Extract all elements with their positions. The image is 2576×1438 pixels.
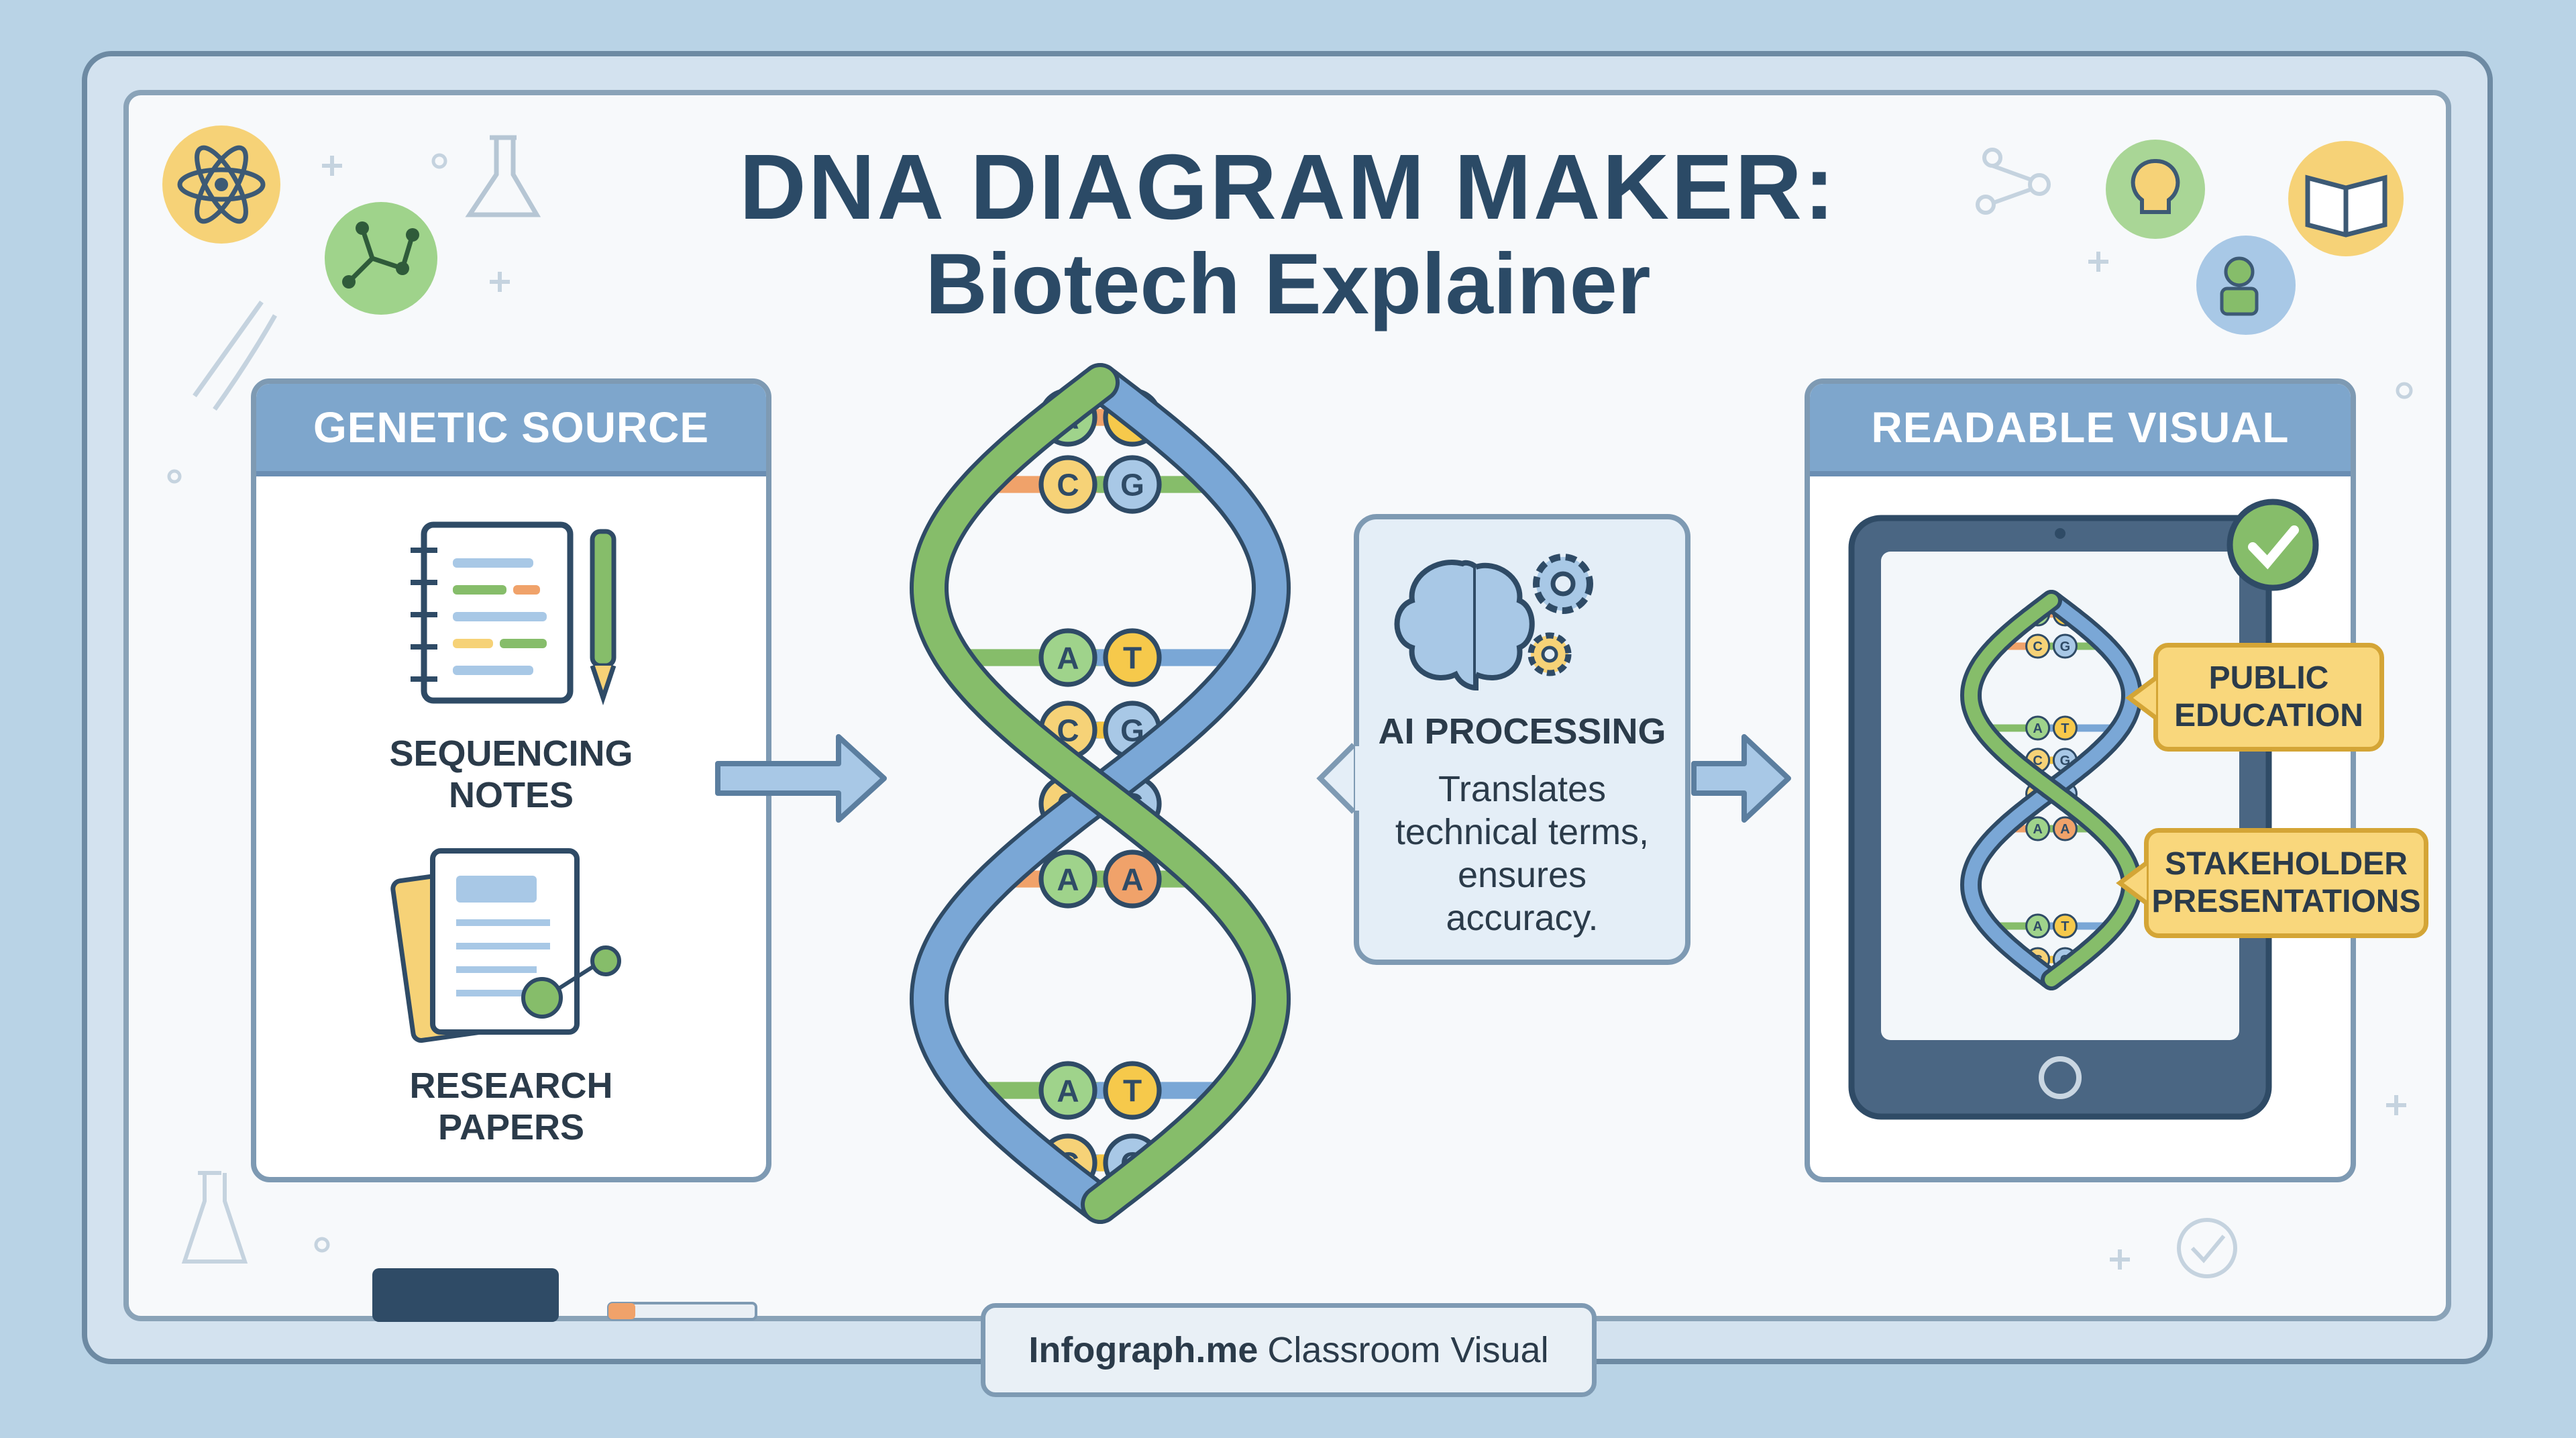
- base-circle: [1103, 628, 1162, 687]
- base-letter: T: [1123, 641, 1142, 676]
- base-letter: G: [1120, 468, 1144, 503]
- arrow-right-icon: [1691, 734, 1791, 823]
- base-letter: T: [2061, 721, 2069, 736]
- atom-icon: [162, 125, 280, 244]
- base-letter: T: [2061, 919, 2069, 934]
- dna-icon: [193, 300, 278, 411]
- base-letter: A: [1057, 1074, 1079, 1109]
- base-letter: A: [2060, 822, 2070, 837]
- genetic-source-panel: GENETIC SOURCE SEQUENCING NOTES RESEARCH…: [251, 378, 771, 1182]
- readable-visual-header: READABLE VISUAL: [1810, 384, 2351, 476]
- base-circle: [1103, 455, 1162, 514]
- callout-1-line-1: PUBLIC: [2208, 660, 2329, 696]
- flask-icon: [465, 135, 541, 217]
- ai-desc-line-4: accuracy.: [1446, 898, 1599, 938]
- ai-processing-description: Translates technical terms, ensures accu…: [1359, 768, 1685, 939]
- notebook-icon: [411, 521, 574, 704]
- base-letter: C: [1057, 468, 1079, 503]
- base-circle: [1038, 455, 1097, 514]
- flask-bottom-icon: [181, 1171, 248, 1264]
- teacher-icon: [2196, 236, 2296, 335]
- arrow-right-icon: [715, 734, 887, 823]
- book-icon: [2288, 141, 2404, 256]
- ai-desc-line-1: Translates: [1438, 769, 1607, 809]
- page-title: DNA DIAGRAM MAKER:: [739, 136, 1837, 239]
- green-strand: [913, 367, 1287, 1220]
- base-circle: [1038, 628, 1097, 687]
- brain-icon: [1394, 560, 1535, 691]
- gear-icon: [1527, 554, 1593, 676]
- base-letter: A: [1121, 862, 1143, 897]
- ai-processing-title: AI PROCESSING: [1378, 711, 1666, 752]
- page-subtitle: Biotech Explainer: [925, 236, 1651, 332]
- callout-2-line-1: STAKEHOLDER: [2165, 846, 2408, 882]
- base-letter: A: [1057, 862, 1079, 897]
- base-letter: A: [2033, 721, 2042, 736]
- base-circle: [2052, 633, 2078, 659]
- base-letter: G: [2060, 639, 2071, 654]
- base-letter: C: [2033, 639, 2042, 654]
- base-letter: A: [2033, 822, 2042, 837]
- base-letter: A: [1057, 641, 1079, 676]
- ai-desc-line-2: technical terms,: [1395, 812, 1650, 852]
- base-circle: [2025, 816, 2051, 841]
- base-circle: [2052, 715, 2078, 741]
- sequencing-notes-label: SEQUENCING NOTES: [389, 733, 633, 815]
- footer-badge: Infograph.me Classroom Visual: [981, 1303, 1597, 1397]
- base-circle: [1103, 850, 1162, 909]
- base-letter: T: [1123, 1074, 1142, 1109]
- base-circle: [1038, 1061, 1097, 1120]
- pen-icon: [590, 529, 616, 706]
- base-circle: [2052, 816, 2078, 841]
- molecule-outline-icon: [1976, 148, 2051, 215]
- checkmark-icon: [2226, 499, 2319, 591]
- base-letter: A: [2033, 919, 2042, 934]
- footer-brand: Infograph.me: [1028, 1330, 1258, 1370]
- base-circle: [2052, 913, 2078, 939]
- callout-2-line-2: PRESENTATIONS: [2151, 884, 2421, 919]
- base-circle: [1038, 850, 1097, 909]
- base-circle: [1103, 1061, 1162, 1120]
- marker-tray: [372, 1268, 757, 1322]
- molecule-icon: [325, 202, 437, 315]
- public-education-callout: PUBLIC EDUCATION: [2153, 643, 2384, 752]
- research-papers-label: RESEARCH PAPERS: [409, 1066, 613, 1147]
- plus-signs: [322, 156, 2406, 1270]
- green-strand: [1964, 594, 2139, 986]
- base-circle: [2025, 633, 2051, 659]
- footer-text: Classroom Visual: [1267, 1330, 1549, 1370]
- callout-1-line-2: EDUCATION: [2174, 698, 2363, 733]
- ai-processing-box: AI PROCESSING Translates technical terms…: [1354, 514, 1690, 965]
- check-outline-icon: [2177, 1218, 2237, 1278]
- genetic-source-header: GENETIC SOURCE: [256, 384, 766, 476]
- ai-desc-line-3: ensures: [1457, 855, 1587, 895]
- base-circle: [2025, 913, 2051, 939]
- lightbulb-icon: [2106, 140, 2205, 239]
- base-circle: [2025, 715, 2051, 741]
- documents-icon: [390, 848, 621, 1043]
- small-circles: [167, 153, 2413, 1253]
